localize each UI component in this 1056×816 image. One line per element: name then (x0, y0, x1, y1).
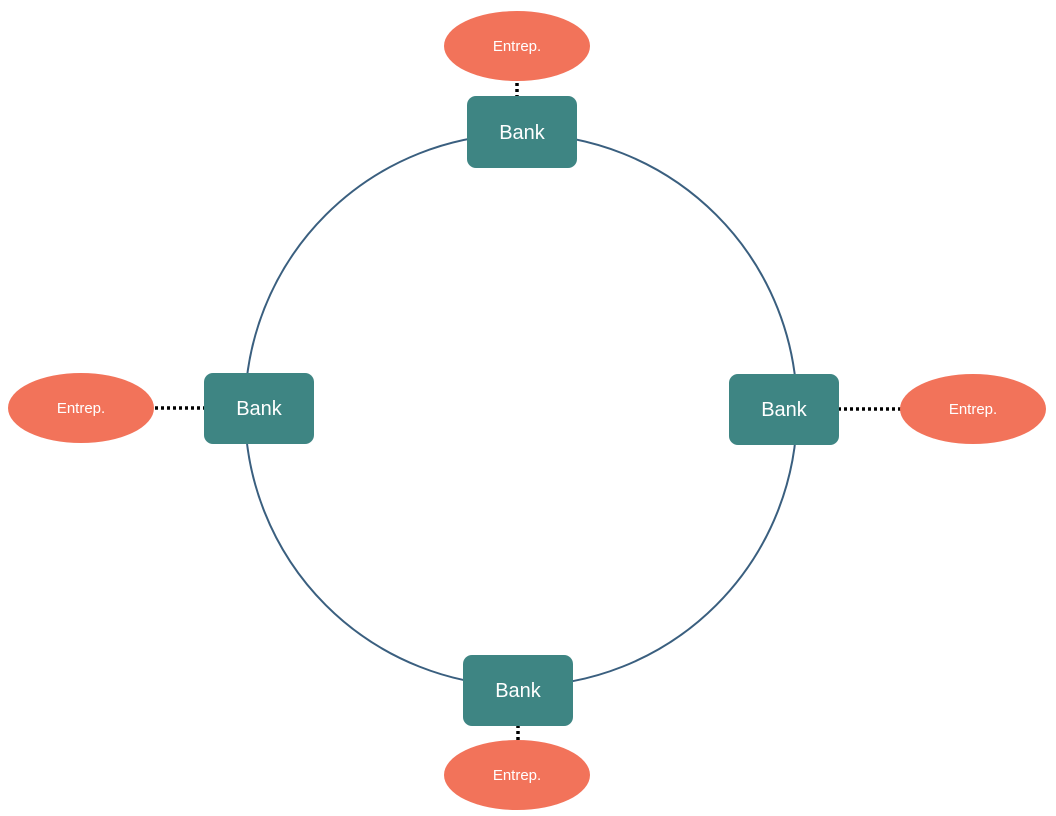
entrep-node-bottom[interactable]: Entrep. (444, 740, 590, 810)
bank-label: Bank (495, 680, 542, 702)
bank-label: Bank (236, 398, 283, 420)
bank-node-top[interactable]: Bank (467, 96, 577, 168)
entrep-node-right[interactable]: Entrep. (900, 374, 1046, 444)
bank-label: Bank (761, 399, 808, 421)
bank-ring (244, 133, 798, 687)
entrep-label: Entrep. (493, 38, 541, 55)
bank-node-left[interactable]: Bank (204, 373, 314, 444)
entrep-label: Entrep. (57, 400, 105, 417)
bank-label: Bank (499, 122, 546, 144)
entrep-node-left[interactable]: Entrep. (8, 373, 154, 443)
bank-node-right[interactable]: Bank (729, 374, 839, 445)
entrep-label: Entrep. (949, 401, 997, 418)
bank-node-bottom[interactable]: Bank (463, 655, 573, 726)
entrep-node-top[interactable]: Entrep. (444, 11, 590, 81)
entrep-label: Entrep. (493, 767, 541, 784)
